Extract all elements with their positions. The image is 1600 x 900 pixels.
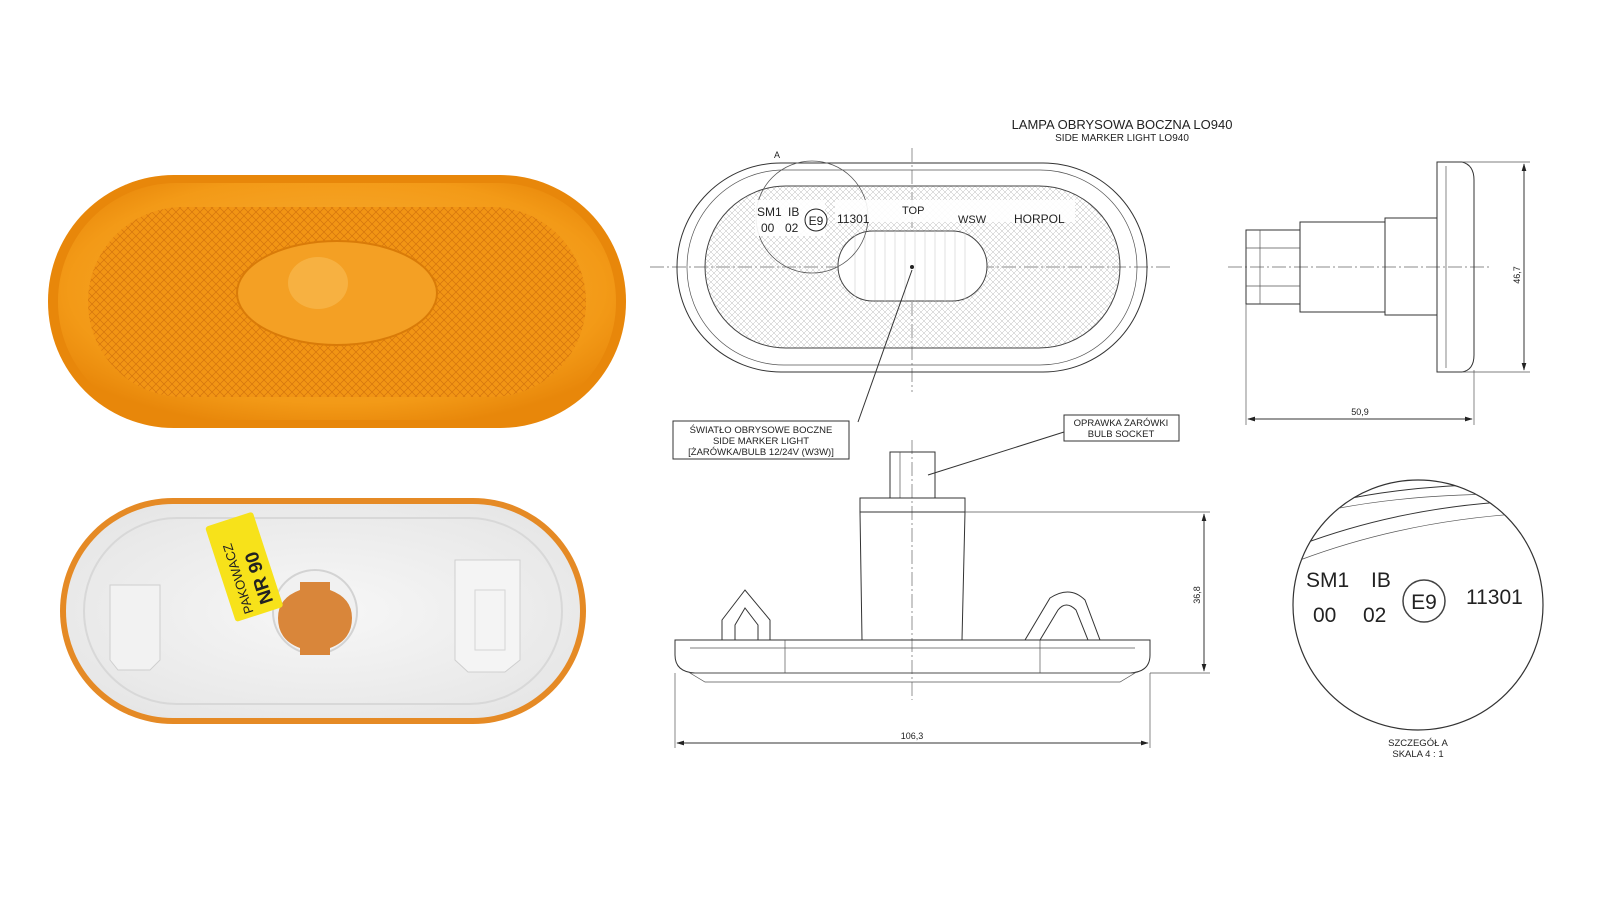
detail-approval: 11301 [1466,586,1523,609]
marking-top: TOP [902,205,924,217]
detail-code2: 02 [1363,604,1386,627]
marking-e9: E9 [809,214,824,228]
marking-approval: 11301 [837,212,870,226]
detail-e9: E9 [1411,591,1437,614]
callout-light: ŚWIATŁO OBRYSOWE BOCZNE SIDE MARKER LIGH… [672,269,913,460]
callout-socket: OPRAWKA ŻARÓWKI BULB SOCKET [927,414,1180,476]
marking-ib: IB [788,205,799,219]
drawing-title: LAMPA OBRYSOWA BOCZNA LO940 [1012,117,1233,132]
white-housing-photo [60,498,586,724]
top-view: 36,8 106,3 [674,440,1210,748]
detail-label: A [774,150,780,160]
marking-code2: 02 [785,221,799,235]
drawing-subtitle: SIDE MARKER LIGHT LO940 [1055,133,1189,144]
front-view: A SM1 IB 00 02 E9 11301 TOP WSW HORPOL [650,148,1172,392]
callout-light-line3: [ŻARÓWKA/BULB 12/24V (W3W)] [688,447,834,458]
callout-socket-line2: BULB SOCKET [1088,429,1155,440]
dim-height: 46,7 [1512,266,1522,284]
callout-light-line2: SIDE MARKER LIGHT [713,436,809,447]
callout-socket-line1: OPRAWKA ŻARÓWKI [1074,418,1169,429]
dim-depth: 50,9 [1351,407,1369,417]
dim-socket-height: 36,8 [1192,586,1202,604]
marking-sm1: SM1 [757,205,782,219]
dim-length: 106,3 [901,731,924,741]
detail-a-view: SM1 IB 00 02 E9 11301 SZCZEGÓŁ A SKALA 4… [1292,479,1544,760]
detail-caption-2: SKALA 4 : 1 [1392,749,1443,760]
side-view: 46,7 50,9 [1228,161,1530,425]
amber-lens-photo [48,175,626,428]
detail-sm1: SM1 [1306,569,1349,592]
packer-sticker: PAKOWACZ NR 90 [205,512,283,622]
marking-code1: 00 [761,221,775,235]
detail-ib: IB [1371,569,1391,592]
detail-caption-1: SZCZEGÓŁ A [1388,738,1448,749]
callout-light-line1: ŚWIATŁO OBRYSOWE BOCZNE [690,424,833,436]
marking-wsw: WSW [958,214,987,226]
marking-brand: HORPOL [1014,212,1065,226]
detail-code1: 00 [1313,604,1336,627]
